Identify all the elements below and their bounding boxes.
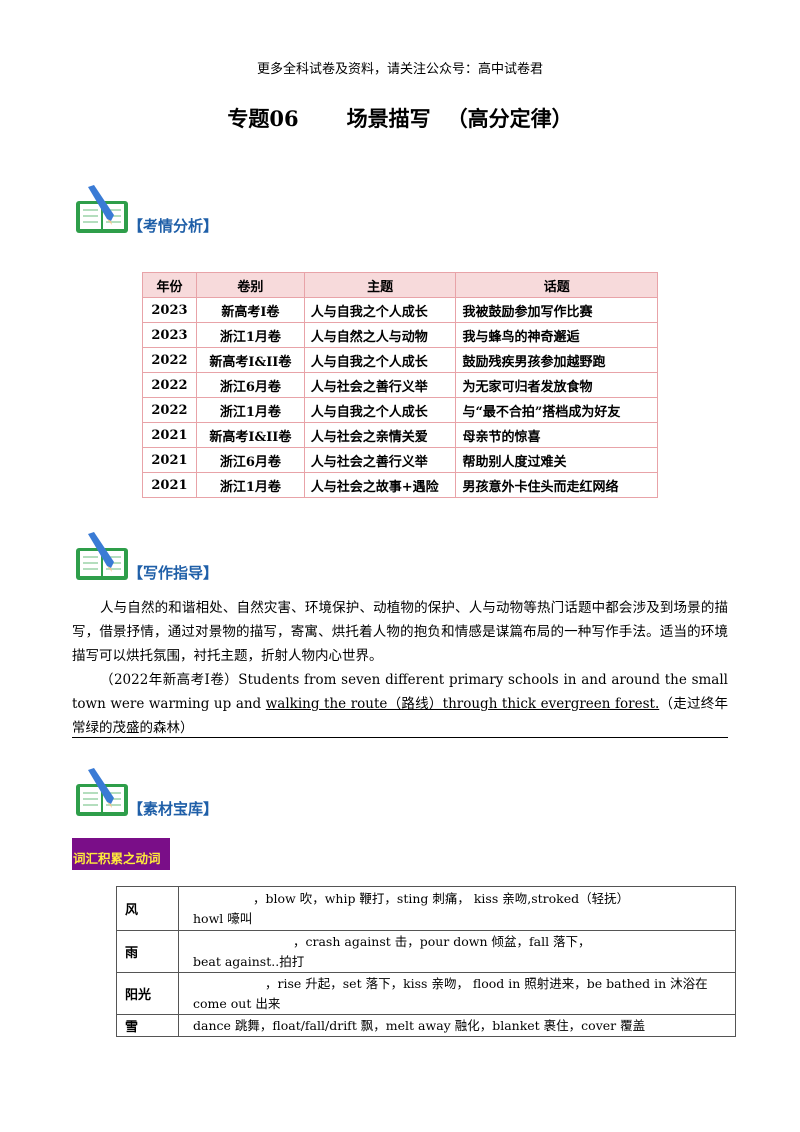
cell-paper: 浙江1月卷 bbox=[195, 322, 305, 348]
section-label: 【素材宝库】 bbox=[128, 800, 219, 818]
header-topic: 话题 bbox=[455, 272, 658, 298]
cell-topic: 帮助别人度过难关 bbox=[455, 447, 658, 473]
header-paper: 卷别 bbox=[195, 272, 305, 298]
cell-year: 2021 bbox=[142, 422, 197, 448]
guide-paragraph: 人与自然的和谐相处、自然灾害、环境保护、动植物的保护、人与动物等热门话题中都会涉… bbox=[72, 600, 728, 664]
vocab-tag: 词汇积累之动词 bbox=[72, 838, 170, 870]
cell-theme: 人与自我之个人成长 bbox=[303, 397, 457, 423]
example-paragraph: （2022年新高考I卷）Students from seven differen… bbox=[72, 668, 728, 740]
book-pencil-icon bbox=[76, 532, 128, 580]
example-translation: （走过终年常绿的茂盛的森林） bbox=[72, 696, 728, 736]
cell-year: 2022 bbox=[142, 397, 197, 423]
title-number: 专题06 bbox=[227, 106, 299, 131]
cell-paper: 浙江6月卷 bbox=[195, 447, 305, 473]
cell-theme: 人与自我之个人成长 bbox=[303, 347, 457, 373]
cell-year: 2022 bbox=[142, 372, 197, 398]
cell-topic: 我被鼓励参加写作比赛 bbox=[455, 297, 658, 323]
cell-paper: 浙江1月卷 bbox=[195, 397, 305, 423]
vocab-key: 阳光 bbox=[116, 972, 179, 1015]
vocab-line: beat against..拍打 bbox=[193, 953, 305, 969]
section-materials: 【素材宝库】 bbox=[74, 768, 374, 818]
vocab-value: dance 跳舞，float/fall/drift 飘，melt away 融化… bbox=[178, 1014, 736, 1037]
vocab-line: ，blow 吹，whip 鞭打，sting 刺痛， kiss 亲吻,stroke… bbox=[253, 890, 630, 906]
cell-topic: 与“最不合拍”搭档成为好友 bbox=[455, 397, 658, 423]
cell-topic: 我与蜂鸟的神奇邂逅 bbox=[455, 322, 658, 348]
top-note: 更多全科试卷及资料，请关注公众号：高中试卷君 bbox=[256, 62, 543, 77]
cell-theme: 人与社会之亲情关爱 bbox=[303, 422, 457, 448]
book-pencil-icon bbox=[76, 768, 128, 816]
vocab-tag-label: 词汇积累之动词 bbox=[73, 851, 161, 866]
example-underlined: walking the route（路线）through thick everg… bbox=[265, 696, 660, 712]
cell-paper: 浙江1月卷 bbox=[195, 472, 305, 498]
cell-theme: 人与社会之善行义举 bbox=[303, 447, 457, 473]
vocab-value: ，rise 升起，set 落下，kiss 亲吻， flood in 照射进来，b… bbox=[178, 972, 736, 1015]
cell-paper: 新高考I&II卷 bbox=[195, 422, 305, 448]
title-main: 场景描写 bbox=[346, 106, 431, 131]
header-theme: 主题 bbox=[303, 272, 457, 298]
example-text: （2022年新高考I卷）Students from seven differen… bbox=[72, 672, 728, 712]
section-guide: 【写作指导】 bbox=[74, 532, 374, 582]
table-row: 阳光 ，rise 升起，set 落下，kiss 亲吻， flood in 照射进… bbox=[116, 972, 736, 1015]
vocab-key: 风 bbox=[116, 886, 179, 931]
cell-theme: 人与自然之人与动物 bbox=[303, 322, 457, 348]
cell-year: 2021 bbox=[142, 447, 197, 473]
vocab-table: 风 ，blow 吹，whip 鞭打，sting 刺痛， kiss 亲吻,stro… bbox=[116, 886, 736, 1037]
cell-paper: 浙江6月卷 bbox=[195, 372, 305, 398]
section-label: 【写作指导】 bbox=[128, 564, 219, 582]
vocab-key: 雪 bbox=[116, 1014, 179, 1037]
cell-topic: 为无家可归者发放食物 bbox=[455, 372, 658, 398]
cell-year: 2023 bbox=[142, 322, 197, 348]
cell-theme: 人与社会之善行义举 bbox=[303, 372, 457, 398]
cell-year: 2023 bbox=[142, 297, 197, 323]
title-paren: （高分定律） bbox=[446, 106, 573, 131]
divider bbox=[72, 737, 728, 738]
vocab-key: 雨 bbox=[116, 930, 179, 973]
table-header-row: 年份 卷别 主题 话题 bbox=[142, 272, 658, 298]
vocab-line: ，crash against 击，pour down 倾盆，fall 落下， bbox=[293, 933, 591, 949]
vocab-value: ，crash against 击，pour down 倾盆，fall 落下， be… bbox=[178, 930, 736, 973]
table-row: 雪 dance 跳舞，float/fall/drift 飘，melt away … bbox=[116, 1014, 736, 1037]
cell-theme: 人与社会之故事+遇险 bbox=[303, 472, 457, 498]
cell-paper: 新高考I&II卷 bbox=[195, 347, 305, 373]
cell-paper: 新高考I卷 bbox=[195, 297, 305, 323]
vocab-line: dance 跳舞，float/fall/drift 飘，melt away 融化… bbox=[193, 1017, 646, 1033]
cell-topic: 鼓励残疾男孩参加越野跑 bbox=[455, 347, 658, 373]
page-title: 专题06 场景描写 （高分定律） bbox=[0, 103, 800, 133]
cell-topic: 男孩意外卡住头而走红网络 bbox=[455, 472, 658, 498]
section-analysis: 【考情分析】 bbox=[74, 185, 374, 235]
cell-year: 2021 bbox=[142, 472, 197, 498]
vocab-line: come out 出来 bbox=[193, 995, 281, 1011]
header-year: 年份 bbox=[142, 272, 197, 298]
cell-topic: 母亲节的惊喜 bbox=[455, 422, 658, 448]
table-row: 风 ，blow 吹，whip 鞭打，sting 刺痛， kiss 亲吻,stro… bbox=[116, 886, 736, 931]
book-pencil-icon bbox=[76, 185, 128, 233]
section-label: 【考情分析】 bbox=[128, 217, 219, 235]
cell-year: 2022 bbox=[142, 347, 197, 373]
vocab-value: ，blow 吹，whip 鞭打，sting 刺痛， kiss 亲吻,stroke… bbox=[178, 886, 736, 931]
vocab-line: howl 嚎叫 bbox=[193, 910, 253, 926]
cell-theme: 人与自我之个人成长 bbox=[303, 297, 457, 323]
table-row: 雨 ，crash against 击，pour down 倾盆，fall 落下，… bbox=[116, 930, 736, 973]
vocab-line: ，rise 升起，set 落下，kiss 亲吻， flood in 照射进来，b… bbox=[265, 975, 708, 991]
